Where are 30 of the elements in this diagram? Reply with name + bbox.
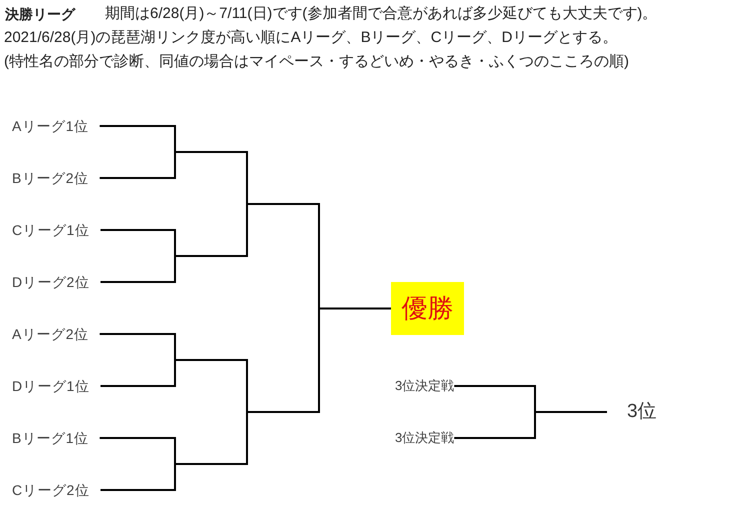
note-text: 2021/6/28(月)の琵琶湖リンク度が高い順にAリーグ、Bリーグ、Cリーグ、Dリーグとする。 <box>4 28 618 48</box>
team-label: Bリーグ1位 <box>12 429 100 447</box>
team-label: Aリーグ2位 <box>12 325 100 343</box>
bracket-line <box>175 412 248 465</box>
team-label: Aリーグ1位 <box>12 117 100 135</box>
title: 決勝リーグ <box>5 5 75 24</box>
bracket-line <box>100 256 176 283</box>
note-text: 期間は6/28(月)～7/11(日)です(参加者間で合意があれば多少延びても大丈夫です)。 <box>105 4 658 24</box>
match-label: 3位決定戦 <box>395 430 454 446</box>
bracket-line <box>100 464 176 491</box>
match-label: 3位決定戦 <box>395 378 454 394</box>
team-label: Bリーグ2位 <box>12 169 100 187</box>
winner-box: 優勝 <box>391 282 464 335</box>
team-label: Dリーグ1位 <box>12 377 100 395</box>
bracket-line <box>175 359 248 412</box>
bracket-line <box>100 229 176 256</box>
bracket-line <box>175 204 248 257</box>
bracket-line <box>100 152 176 179</box>
team-label: Dリーグ2位 <box>12 273 100 291</box>
bracket-line <box>100 333 176 360</box>
bracket-line <box>454 412 536 439</box>
bracket-line <box>535 411 607 413</box>
note-text: (特性名の部分で診断、同値の場合はマイペース・するどいめ・やるき・ふくつのこころの順) <box>4 52 629 72</box>
bracket-line <box>100 437 176 464</box>
place-label: 3位 <box>607 400 657 424</box>
team-label: Cリーグ1位 <box>12 221 100 239</box>
bracket-line <box>100 360 176 387</box>
bracket-line <box>454 385 536 412</box>
bracket-line <box>247 308 320 413</box>
team-label: Cリーグ2位 <box>12 481 100 499</box>
